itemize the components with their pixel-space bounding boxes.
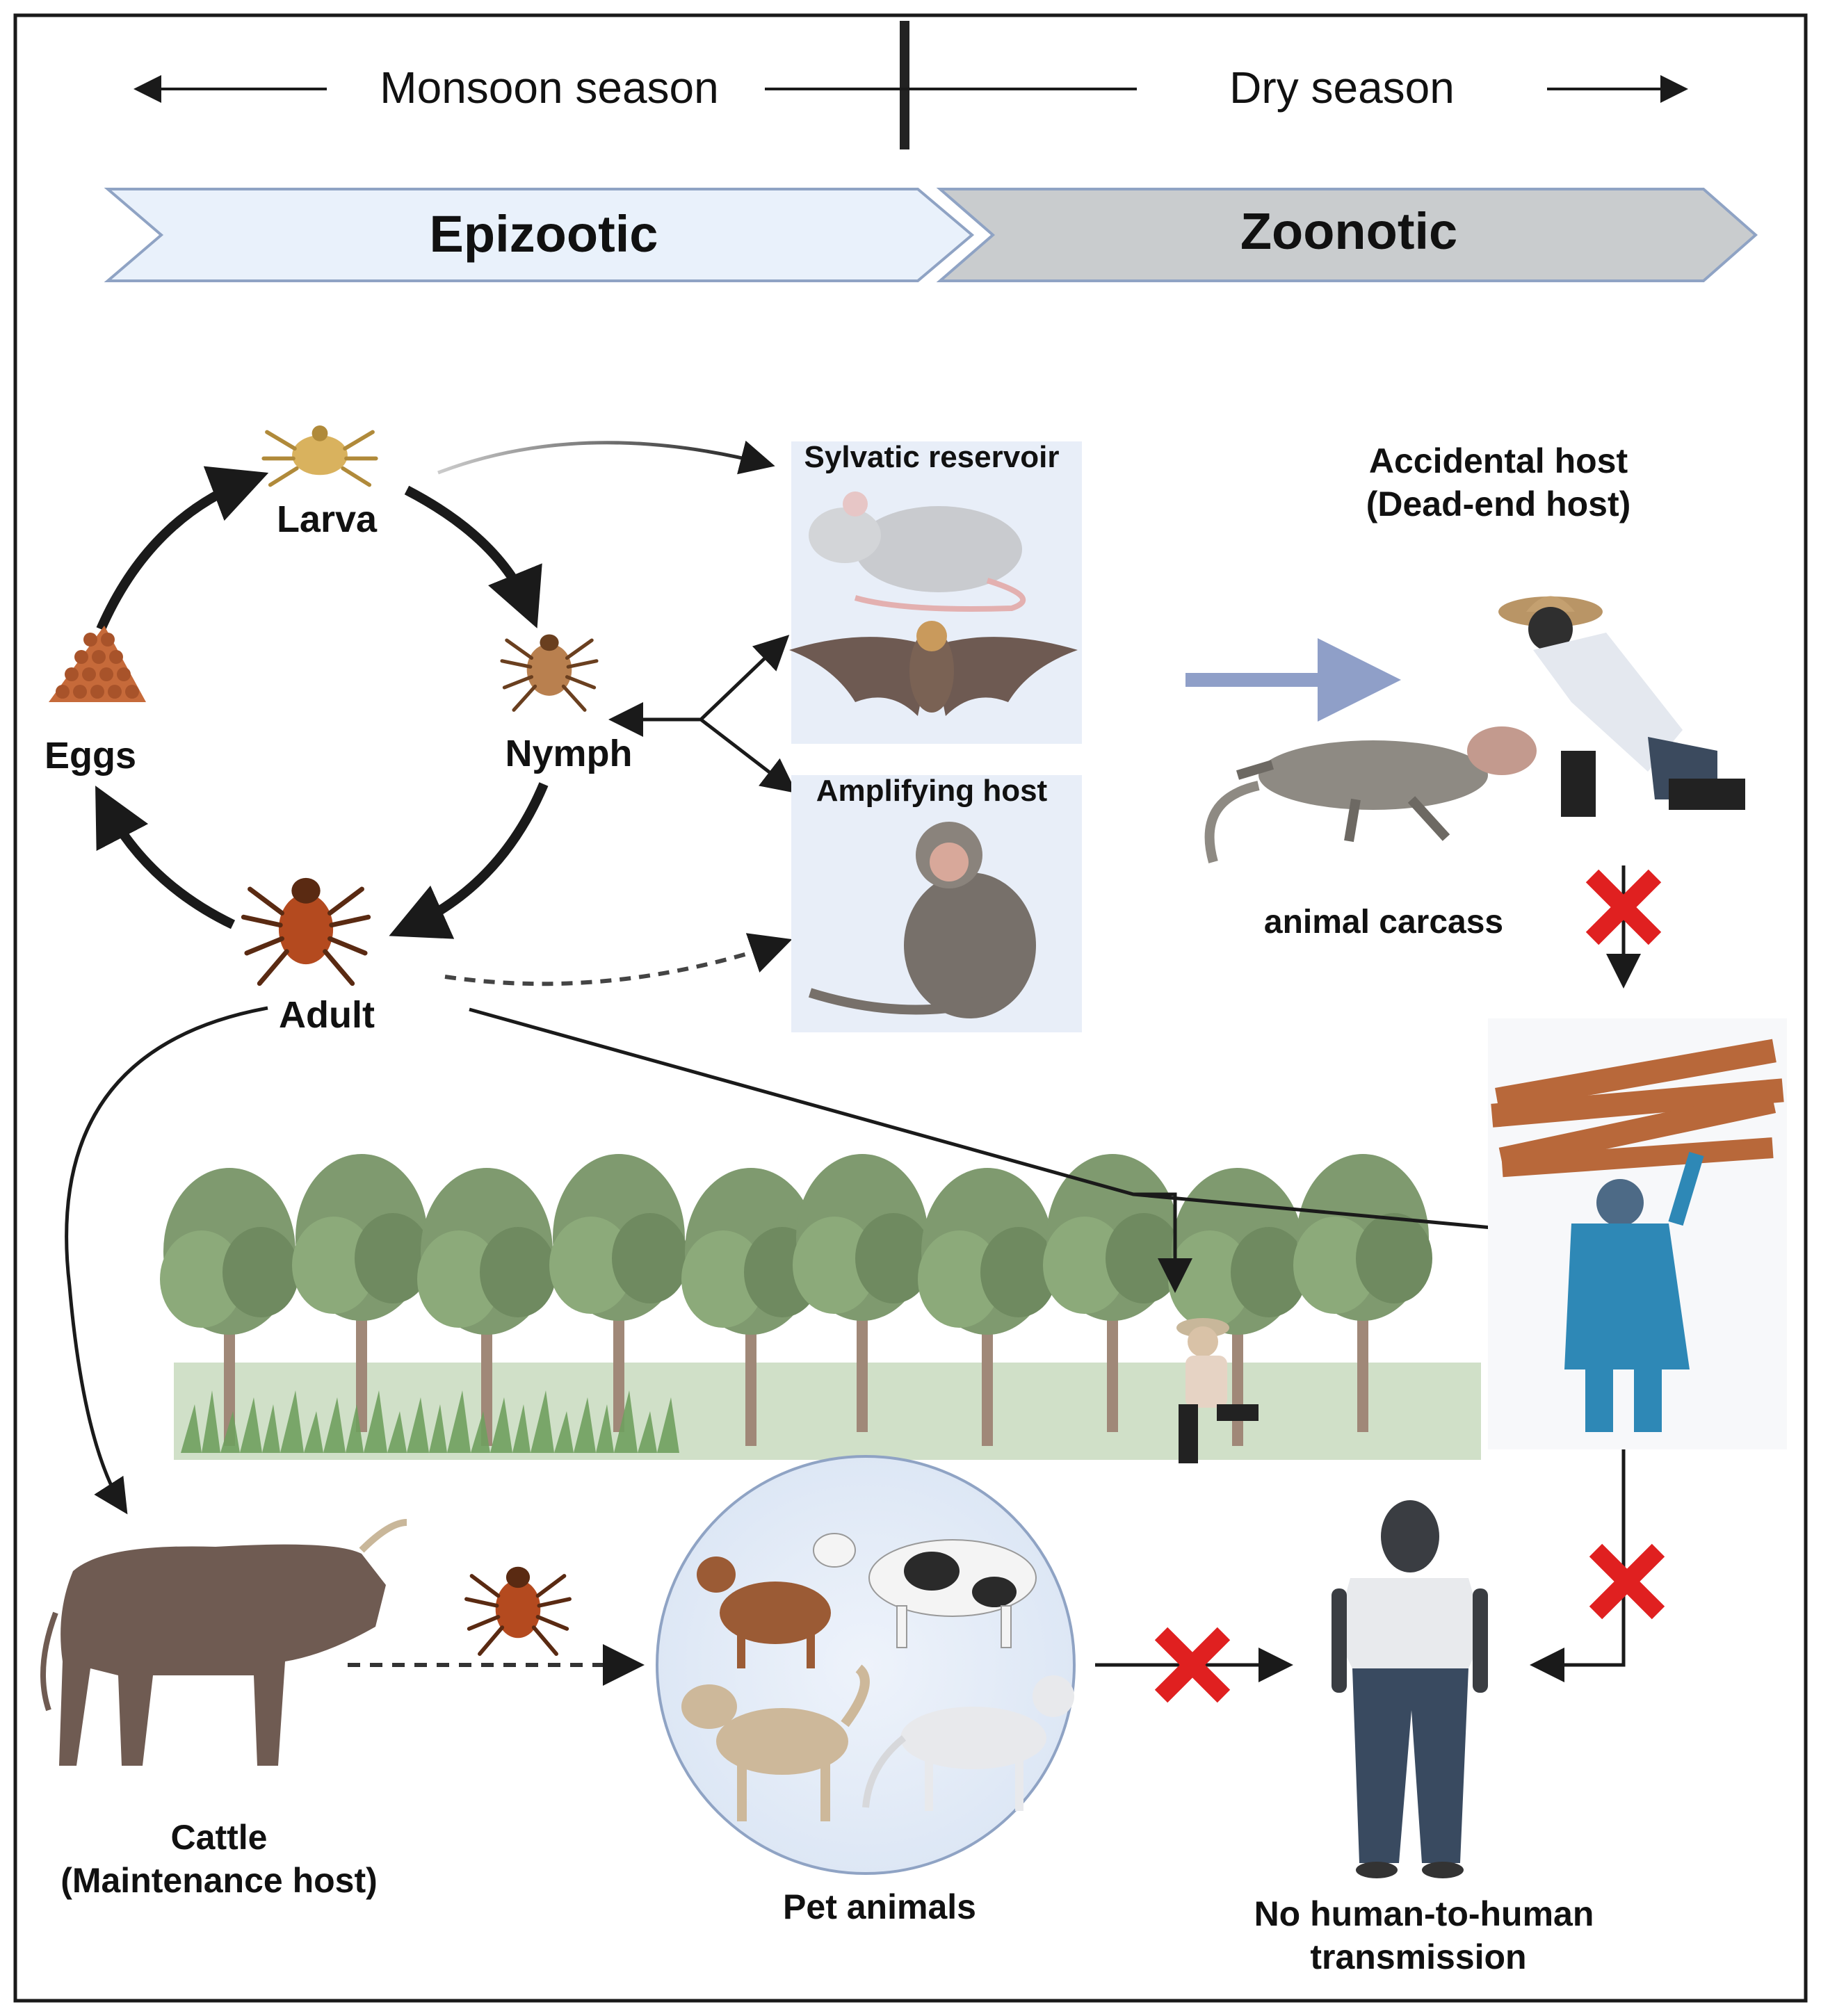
larva-label: Larva — [277, 498, 378, 540]
bat-icon — [789, 621, 1078, 716]
accidental-host-label-line1: Accidental host — [1369, 441, 1628, 480]
amplifying-host-label: Amplifying host — [816, 774, 1048, 808]
rat-icon — [809, 491, 1026, 612]
eggs-icon — [49, 626, 146, 702]
accidental-host-group: Accidental host (Dead-end host) animal c… — [1204, 441, 1745, 945]
woodcutter-figure — [1488, 1018, 1787, 1449]
cow-icon — [813, 1533, 1037, 1648]
adult-to-amplifying-dashed-arrow — [444, 933, 793, 986]
red-cross-carcass-icon — [1585, 869, 1662, 945]
no-h2h-label-line2: transmission — [1310, 1937, 1526, 1976]
monsoon-season-label: Monsoon season — [380, 63, 718, 113]
epizootic-label: Epizootic — [430, 205, 658, 263]
dry-season-label: Dry season — [1229, 63, 1455, 113]
pet-animals-circle — [656, 1455, 1076, 1875]
goat-icon — [697, 1556, 831, 1668]
cycle-arrow-nymph-to-adult — [389, 782, 549, 939]
red-cross-woodcutter-icon — [1589, 1543, 1665, 1620]
nymph-fork-upper — [699, 635, 790, 721]
forest-worker-figure — [1176, 1318, 1258, 1463]
animal-carcass-label: animal carcass — [1264, 904, 1503, 941]
no-h2h-label-line1: No human-to-human — [1254, 1894, 1594, 1933]
tick-life-cycle: Larva Nymph Eggs Adult — [44, 425, 633, 1036]
phase-chevrons: Epizootic Zoonotic — [104, 188, 1758, 282]
animal-carcass-figure — [1204, 726, 1537, 863]
nymph-icon — [500, 634, 599, 712]
dog-icon — [681, 1664, 870, 1821]
kneeling-man-figure — [1498, 596, 1745, 817]
transmission-arrows — [65, 440, 1641, 1686]
sylvatic-reservoir-label: Sylvatic reservoir — [804, 440, 1060, 474]
woodcutter-to-human-arrow — [1530, 1449, 1626, 1682]
nymph-fork-lower — [699, 718, 797, 794]
zoonotic-label: Zoonotic — [1240, 202, 1457, 260]
epizootic-chevron — [104, 188, 975, 282]
red-cross-pets-icon — [1154, 1627, 1231, 1703]
adult-label: Adult — [279, 994, 375, 1036]
season-timeline: Monsoon season Dry season — [133, 21, 1688, 149]
adult-to-cattle-arrow — [65, 1006, 268, 1515]
cat-icon — [862, 1675, 1074, 1811]
forest-illustration — [160, 1154, 1481, 1463]
eggs-label: Eggs — [44, 735, 136, 777]
monkey-icon — [808, 822, 1036, 1018]
larva-icon — [261, 425, 378, 487]
nymph-label: Nymph — [505, 733, 632, 774]
human-figure — [1332, 1500, 1488, 1878]
sylvatic-reservoir-panel: Sylvatic reservoir — [789, 440, 1082, 744]
pet-animals-label: Pet animals — [783, 1887, 976, 1926]
cycle-arrow-eggs-to-larva — [96, 466, 269, 631]
accidental-host-label-line2: (Dead-end host) — [1366, 485, 1631, 523]
cycle-arrow-adult-to-eggs — [95, 786, 236, 929]
amplifying-host-panel: Amplifying host — [791, 774, 1082, 1032]
larva-to-sylvatic-arrow — [437, 440, 775, 475]
adult-to-forest-worker-arrow — [1133, 1192, 1192, 1293]
cycle-arrow-larva-to-nymph — [404, 485, 542, 628]
zoonotic-chevron — [936, 188, 1758, 282]
cattle-label-line2: (Maintenance host) — [60, 1861, 378, 1900]
cattle-figure — [40, 1519, 407, 1766]
cattle-label-line1: Cattle — [171, 1818, 268, 1857]
